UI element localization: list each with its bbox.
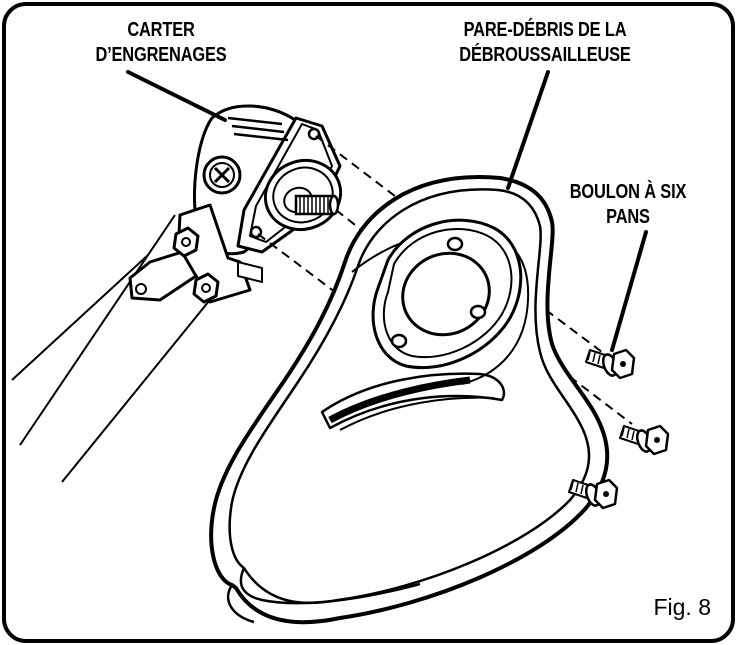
label-boulon-six-pans: BOULON À SIX PANS (546, 180, 710, 230)
gearbox-output-flange (263, 159, 343, 231)
label-carter-line2: D’ENGRENAGES (95, 44, 227, 66)
label-pare-debris: PARE-DÉBRIS DE LA DÉBROUSSAILLEUSE (422, 18, 668, 68)
shaft (11, 214, 223, 483)
debris-shield (209, 175, 610, 625)
hex-bolt-2 (619, 424, 670, 456)
label-pare-debris-line2: DÉBROUSSAILLEUSE (459, 44, 631, 66)
label-carter-engrenages: CARTER D’ENGRENAGES (75, 18, 247, 68)
hex-bolt-1 (585, 348, 636, 380)
leader-boulon (610, 230, 648, 352)
leader-pare-debris (506, 70, 550, 190)
label-boulon-line2: PANS (606, 206, 650, 228)
label-carter-line1: CARTER (127, 19, 195, 41)
figure-caption: Fig. 8 (653, 594, 711, 620)
leader-carter (126, 70, 227, 122)
label-pare-debris-line1: PARE-DÉBRIS DE LA (463, 19, 627, 41)
leader-lines (126, 70, 648, 352)
hex-bolt-3 (568, 478, 619, 510)
label-boulon-line1: BOULON À SIX (569, 181, 687, 203)
